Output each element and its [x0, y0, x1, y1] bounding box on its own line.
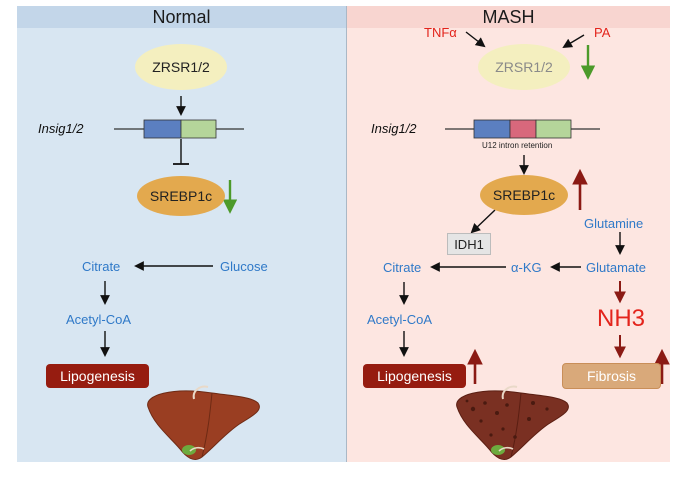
normal-panel-title: Normal — [17, 6, 346, 28]
exon-1-normal — [143, 119, 182, 139]
lipogenesis-mash: Lipogenesis — [363, 364, 466, 388]
idh1-box: IDH1 — [447, 233, 491, 255]
glutamine-label: Glutamine — [584, 216, 644, 231]
retained-intron — [509, 119, 537, 139]
citrate-mash: Citrate — [383, 260, 422, 275]
exon-1-mash — [473, 119, 511, 139]
insig-gene-label-normal: Insig1/2 — [38, 121, 84, 136]
acetyl-coa-mash: Acetyl-CoA — [367, 312, 433, 327]
liver-icon — [147, 385, 260, 460]
fibrosis-box: Fibrosis — [562, 363, 661, 389]
glutamate-label: Glutamate — [586, 260, 646, 275]
panel-divider — [346, 6, 347, 462]
exon-2-mash — [535, 119, 572, 139]
intron-retention-label: U12 intron retention — [482, 141, 553, 150]
tnf-alpha-label: TNFα — [424, 25, 457, 40]
zrsr-mash: ZRSR1/2 — [478, 44, 570, 90]
tnf-arrow — [465, 31, 486, 48]
zrsr-normal: ZRSR1/2 — [135, 44, 227, 90]
fatty-liver-icon — [456, 385, 569, 460]
pa-label: PA — [594, 25, 611, 40]
nh3-label: NH3 — [597, 305, 646, 332]
srebp-to-idh1-arrow — [470, 209, 496, 234]
lipogenesis-normal: Lipogenesis — [46, 364, 149, 388]
srebp-mash: SREBP1c — [480, 175, 568, 215]
srebp-normal: SREBP1c — [137, 176, 225, 216]
glucose-normal: Glucose — [220, 259, 268, 274]
alpha-kg-label: α-KG — [511, 260, 542, 275]
insig-gene-label-mash: Insig1/2 — [371, 121, 417, 136]
pa-arrow — [562, 34, 585, 49]
exon-2-normal — [180, 119, 217, 139]
mash-panel-title: MASH — [347, 6, 670, 28]
citrate-normal: Citrate — [82, 259, 121, 274]
acetyl-coa-normal: Acetyl-CoA — [66, 312, 132, 327]
